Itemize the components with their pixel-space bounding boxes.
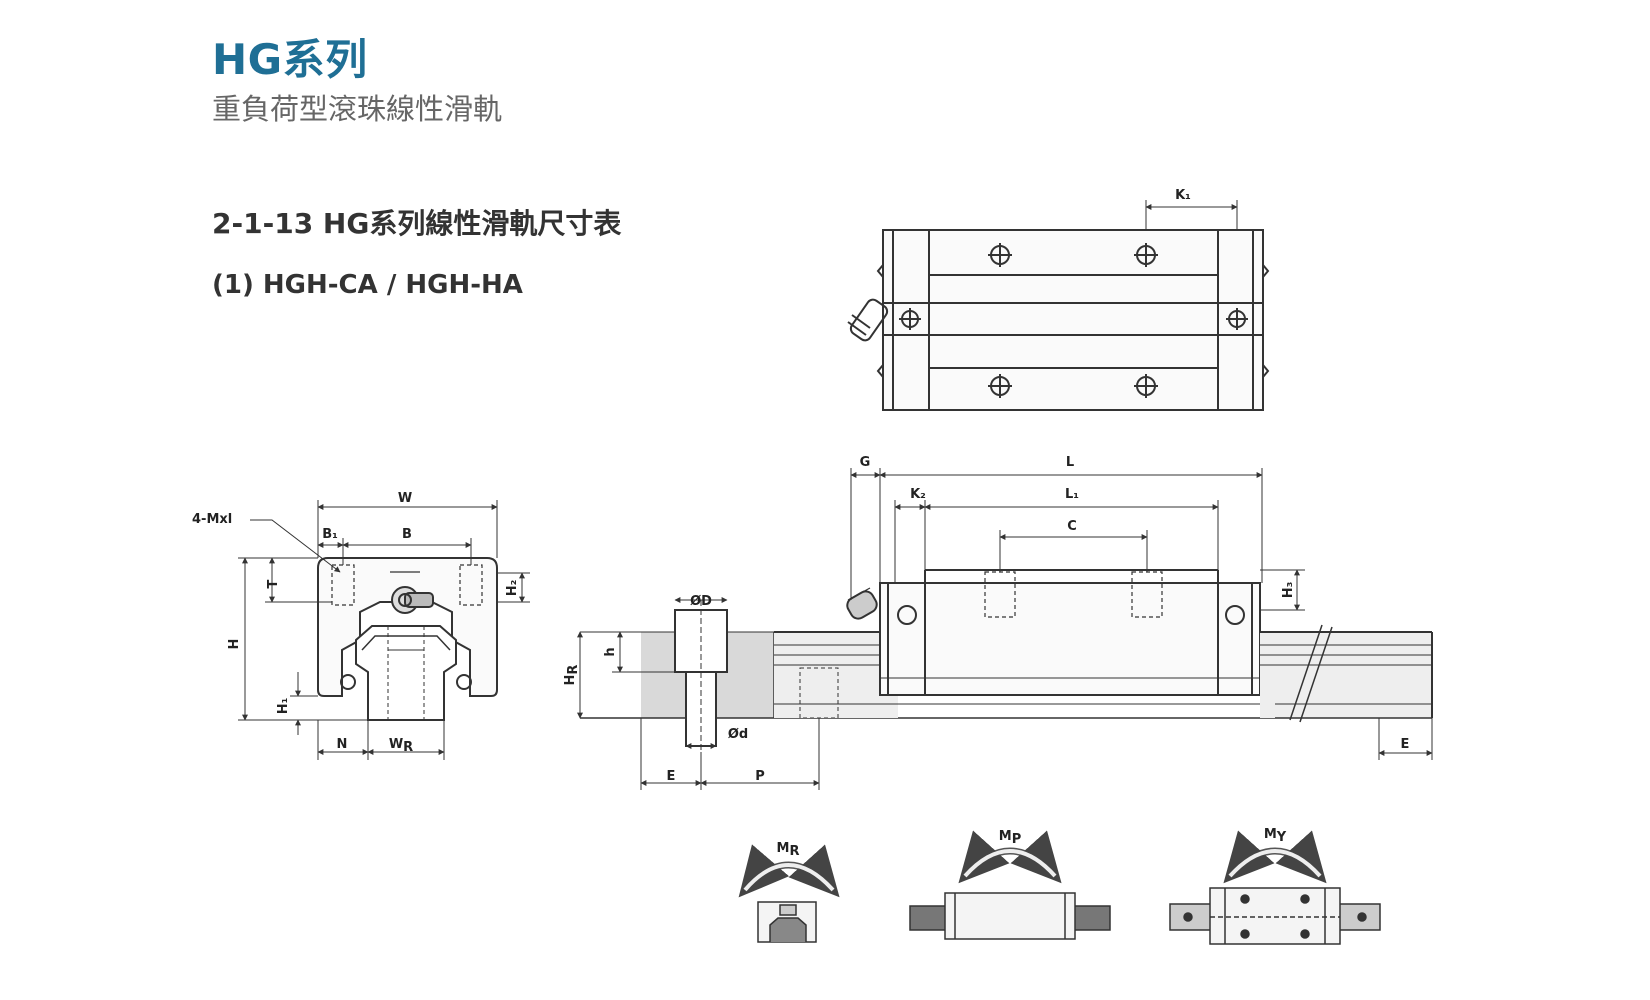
moment-mr-label: MR: [777, 841, 800, 859]
dim-k2-label: K₂: [910, 487, 926, 502]
dim-n-label: N: [337, 737, 348, 752]
dim-h2-label: H₂: [505, 580, 520, 597]
grease-fitting-icon: [391, 586, 434, 614]
dim-od-label: ØD: [690, 594, 712, 609]
dim-l1-label: L₁: [1065, 487, 1079, 502]
top-view-block: [882, 229, 1264, 411]
dim-b1-label: B₁: [322, 527, 338, 542]
end-seal-hole-icon: [899, 308, 921, 330]
dim-h1-label: H₁: [276, 698, 291, 715]
dim-w-label: W: [398, 491, 412, 506]
dim-b-label: B: [402, 527, 412, 542]
section-heading: 2-1-13 HG系列線性滑軌尺寸表: [212, 207, 622, 240]
dim-h3-label: H₃: [1281, 582, 1296, 599]
page-title: HG系列: [212, 35, 368, 84]
dim-h-label: H: [227, 639, 242, 650]
page-subtitle: 重負荷型滾珠線性滑軌: [212, 92, 503, 126]
mounting-hole-icon: [988, 374, 1012, 398]
top-view: [847, 200, 1270, 411]
mounting-hole-icon: [988, 243, 1012, 267]
dim-p-label: P: [755, 769, 765, 784]
mounting-hole-icon: [1134, 243, 1158, 267]
moment-my-label: MY: [1264, 827, 1287, 845]
dim-l-label: L: [1066, 455, 1074, 470]
end-seal-hole-icon: [1225, 605, 1245, 625]
dim-c-label: C: [1067, 519, 1077, 534]
block-profile: [317, 557, 498, 697]
ball-icon: [456, 674, 472, 690]
grease-nipple-icon: [847, 298, 889, 342]
moment-mp-label: MP: [999, 829, 1021, 847]
moment-mp-icon: [909, 830, 1111, 940]
dim-wr-label: WR: [389, 737, 413, 755]
ball-icon: [340, 674, 356, 690]
grease-nipple-icon: [846, 587, 878, 620]
dim-k1-label: K₁: [1175, 188, 1191, 203]
end-seal-hole-icon: [897, 605, 917, 625]
dim-e-left-label: E: [667, 769, 676, 784]
dim-h-small-label: h: [603, 647, 618, 656]
dim-hr-label: HR: [563, 665, 581, 686]
rail-profile: [355, 625, 457, 721]
dim-t-label: T: [266, 579, 281, 588]
dim-od-small-label: Ød: [728, 727, 748, 742]
front-view: [238, 500, 530, 760]
thread-callout-label: 4-Mxl: [192, 512, 232, 527]
end-seal-hole-icon: [1226, 308, 1248, 330]
model-heading: (1) HGH-CA / HGH-HA: [212, 270, 523, 300]
side-block: [879, 582, 1261, 696]
side-view: [577, 468, 1433, 790]
moment-mr-icon: [738, 844, 840, 943]
dim-g-label: G: [860, 455, 871, 470]
moment-my-icon: [1169, 830, 1381, 945]
dim-e-right-label: E: [1401, 737, 1410, 752]
mounting-hole-icon: [1134, 374, 1158, 398]
